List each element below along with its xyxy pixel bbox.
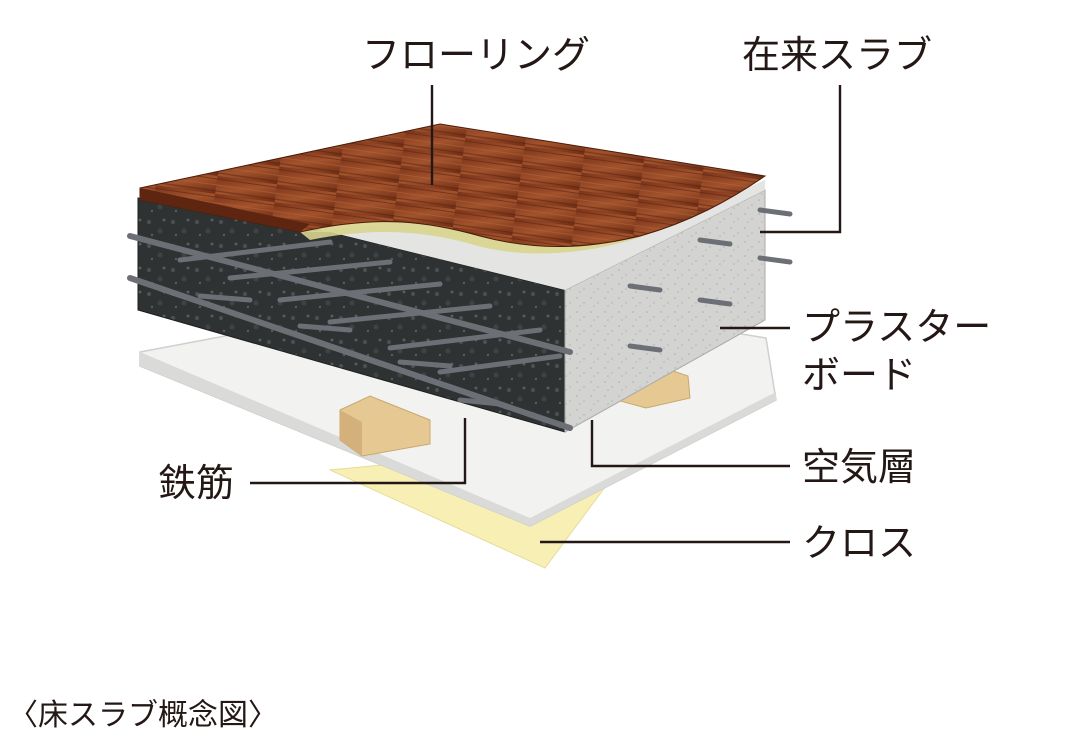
label-plasterboard-line2: ボード — [802, 353, 916, 397]
leader-air-layer — [590, 420, 790, 468]
diagram-caption: 〈床スラブ概念図〉 — [8, 698, 278, 733]
label-cloth: クロス — [802, 521, 916, 565]
flooring-edge — [140, 188, 310, 232]
label-flooring: フローリング — [362, 33, 590, 77]
flooring-layer — [139, 123, 767, 248]
label-rebar: 鉄筋 — [158, 461, 234, 505]
leader-rebar — [250, 418, 467, 485]
rebar-grid — [127, 233, 573, 431]
label-air-layer: 空気層 — [802, 445, 916, 489]
label-slab: 在来スラブ — [742, 33, 932, 77]
label-plasterboard-line1: プラスター — [802, 305, 991, 349]
rebar-stubs — [627, 207, 793, 353]
leader-slab — [760, 85, 842, 234]
flooring-underlay — [300, 221, 660, 254]
plasterboard-edge — [140, 352, 776, 526]
